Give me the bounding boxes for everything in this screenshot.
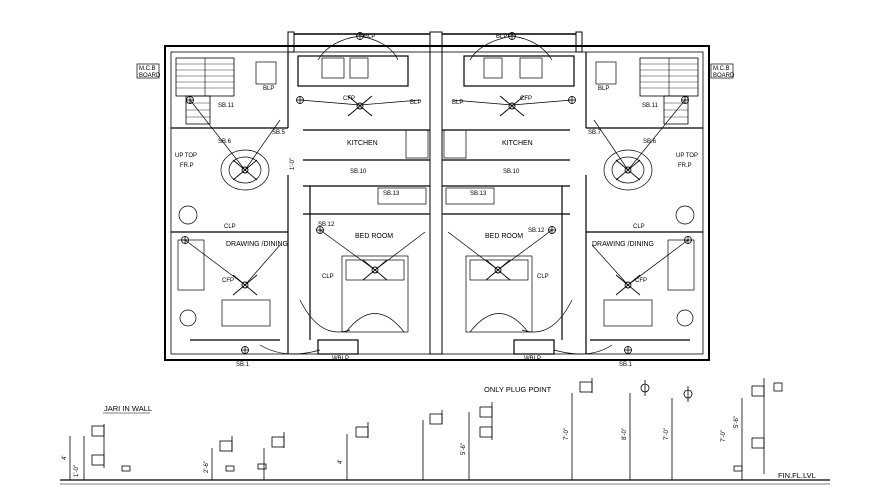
switch-board-label: SB.6 xyxy=(643,139,657,145)
height-label: 5'-6" xyxy=(734,416,740,428)
ceiling-fan-icon xyxy=(232,95,641,296)
jari-in-wall-label: JARI IN WALL xyxy=(104,404,152,413)
fixture-label: FR.P xyxy=(678,163,692,169)
svg-text:M.C.B: M.C.B xyxy=(139,66,156,72)
room-label-kitchen-left: KITCHEN xyxy=(347,140,378,147)
stair-left xyxy=(175,57,235,125)
height-label: 1'-0" xyxy=(74,465,80,477)
height-label: 4' xyxy=(62,456,68,460)
elevation-section: JARI IN WALL ONLY PLUG POINT FIN.FL.LVL … xyxy=(60,378,830,485)
furniture xyxy=(177,57,695,333)
switch-board-label: SB.10 xyxy=(350,169,367,175)
fixture-label: UP TOP xyxy=(175,153,197,159)
height-label: 2'-6" xyxy=(204,461,210,473)
fixture-label: BLP xyxy=(452,100,463,106)
mcb-panel-left: M.C.B BOARD xyxy=(136,63,161,79)
room-label-bed-room-left: BED ROOM xyxy=(355,233,393,240)
plan-outer-walls xyxy=(164,31,710,361)
switch-board-label: SB.13 xyxy=(383,191,400,197)
switch-board-label: SB.7 xyxy=(588,130,602,136)
finished-floor-level-label: FIN.FL.LVL xyxy=(778,471,816,480)
fixture-label: WBLP xyxy=(524,356,541,362)
switch-board-label: SB.11 xyxy=(642,103,659,109)
switch-board-label: SB.1 xyxy=(619,362,633,368)
switch-board-label: SB.5 xyxy=(272,130,286,136)
fixture-label: BLP xyxy=(496,34,507,40)
height-label: 4' xyxy=(338,460,344,464)
height-label: 8'-0" xyxy=(622,428,628,440)
fixture-label: BLP xyxy=(263,86,274,92)
wiring-runs xyxy=(184,35,689,355)
switch-board-label: SB.12 xyxy=(528,228,545,234)
room-label-drawing-dining-right: DRAWING /DINING xyxy=(592,241,654,248)
fixture-label: BLP xyxy=(598,86,609,92)
height-label: 7'-0" xyxy=(721,430,727,442)
mcb-panel-right: M.C.B BOARD xyxy=(710,63,735,79)
plan-partitions xyxy=(171,52,703,355)
switch-board-label: SB.12 xyxy=(318,222,335,228)
height-label: 7'-0" xyxy=(664,428,670,440)
room-label-kitchen-right: KITCHEN xyxy=(502,140,533,147)
height-label: 7'-0" xyxy=(564,428,570,440)
fixture-label: FR.P xyxy=(180,163,194,169)
fixture-label: CFP xyxy=(222,278,234,284)
fixture-label: CFP xyxy=(635,278,647,284)
fixture-label: BLP xyxy=(364,34,375,40)
switch-board-label: SB.11 xyxy=(218,103,235,109)
fixture-label: CLP xyxy=(633,224,645,230)
svg-text:BOARD: BOARD xyxy=(139,73,161,79)
switch-board-label: SB.13 xyxy=(470,191,487,197)
light-point-icon xyxy=(181,32,692,354)
fixture-label: CLP xyxy=(537,274,549,280)
fixture-label: CFP xyxy=(520,96,532,102)
switch-board-label: SB.1 xyxy=(236,362,250,368)
stair-right xyxy=(639,57,699,125)
fixture-label: WBLP xyxy=(332,356,349,362)
fixture-label: CLP xyxy=(224,224,236,230)
fixture-label: CLP xyxy=(322,274,334,280)
room-label-drawing-dining-left: DRAWING /DINING xyxy=(226,241,288,248)
fixture-label: CFP xyxy=(343,96,355,102)
only-plug-point-label: ONLY PLUG POINT xyxy=(484,385,552,394)
dimension-label: 1'-0" xyxy=(290,158,296,170)
switch-board-label: SB.6 xyxy=(218,139,232,145)
svg-text:M.C.B: M.C.B xyxy=(713,66,730,72)
switch-board-label: SB.10 xyxy=(503,169,520,175)
fixture-label: UP TOP xyxy=(676,153,698,159)
room-label-bed-room-right: BED ROOM xyxy=(485,233,523,240)
svg-text:BOARD: BOARD xyxy=(713,73,735,79)
height-label: 5'-6" xyxy=(461,443,467,455)
fixture-label: BLP xyxy=(410,100,421,106)
